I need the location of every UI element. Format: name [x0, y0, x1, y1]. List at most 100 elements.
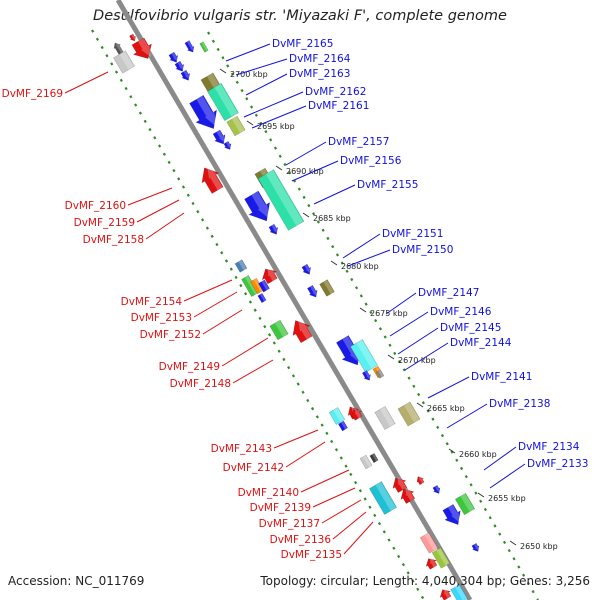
scale-tick	[330, 260, 338, 266]
forward-gene-label[interactable]: DvMF_2146	[430, 306, 492, 318]
gene-feature	[400, 487, 416, 504]
reverse-gene-label[interactable]: DvMF_2149	[159, 361, 220, 373]
forward-gene-label[interactable]: DvMF_2144	[450, 337, 512, 349]
reverse-gene-label[interactable]: DvMF_2169	[2, 88, 63, 100]
scale-label: 2685 kbp	[313, 214, 351, 223]
gene-feature	[131, 37, 152, 59]
scale-tick	[509, 540, 517, 546]
genome-summary-text: Topology: circular; Length: 4,040,304 bp…	[260, 574, 590, 588]
gene-feature	[375, 369, 385, 379]
scale-tick	[477, 492, 485, 498]
gene-feature	[432, 484, 441, 494]
reverse-gene-leader	[136, 199, 180, 223]
reverse-gene-leader	[193, 291, 238, 318]
forward-gene-leader	[483, 446, 517, 471]
reverse-gene-label[interactable]: DvMF_2152	[140, 329, 201, 341]
gene-feature	[184, 40, 195, 53]
scale-tick	[302, 212, 310, 218]
reverse-gene-label[interactable]: DvMF_2135	[281, 549, 342, 561]
gene-feature	[257, 169, 305, 231]
forward-gene-label[interactable]: DvMF_2155	[357, 179, 418, 191]
forward-gene-label[interactable]: DvMF_2145	[440, 322, 501, 334]
reverse-gene-label[interactable]: DvMF_2153	[131, 312, 192, 324]
label-leaders	[64, 43, 526, 555]
forward-gene-leader	[285, 141, 327, 166]
forward-gene-label[interactable]: DvMF_2163	[289, 68, 350, 80]
forward-gene-label[interactable]: DvMF_2165	[272, 38, 333, 50]
gene-feature	[174, 60, 185, 72]
gene-feature	[425, 557, 438, 570]
gene-feature	[168, 51, 179, 63]
gene-feature	[369, 481, 397, 515]
gene-feature	[416, 475, 425, 486]
forward-gene-label[interactable]: DvMF_2134	[518, 441, 580, 453]
reverse-gene-label[interactable]: DvMF_2140	[238, 487, 299, 499]
forward-gene-label[interactable]: DvMF_2150	[392, 244, 453, 256]
forward-gene-leader	[235, 58, 288, 76]
scale-tick	[246, 120, 254, 126]
accession-text: Accession: NC_011769	[8, 574, 145, 588]
reverse-gene-label[interactable]: DvMF_2148	[170, 378, 231, 390]
reverse-gene-label[interactable]: DvMF_2159	[74, 217, 135, 229]
reverse-gene-label[interactable]: DvMF_2160	[65, 200, 126, 212]
reverse-gene-leader	[64, 71, 109, 94]
forward-gene-label[interactable]: DvMF_2161	[308, 100, 369, 112]
reverse-gene-label[interactable]: DvMF_2139	[250, 502, 311, 514]
reverse-gene-leader	[332, 511, 367, 540]
reverse-gene-label[interactable]: DvMF_2137	[259, 518, 320, 530]
reverse-gene-leader	[145, 212, 185, 240]
gene-labels: DvMF_2165DvMF_2164DvMF_2163DvMF_2162DvMF…	[2, 38, 589, 561]
reverse-gene-label[interactable]: DvMF_2142	[223, 462, 284, 474]
gene-feature	[439, 588, 452, 600]
scale-label: 2665 kbp	[427, 404, 465, 413]
reverse-gene-label[interactable]: DvMF_2136	[270, 534, 332, 546]
forward-gene-label[interactable]: DvMF_2162	[305, 86, 366, 98]
gene-feature	[471, 542, 480, 552]
reverse-gene-leader	[321, 499, 362, 524]
scale-tick	[416, 402, 424, 408]
gene-feature	[338, 420, 348, 432]
scale-tick	[448, 448, 456, 454]
scale-label: 2650 kbp	[520, 542, 558, 551]
forward-gene-label[interactable]: DvMF_2138	[489, 398, 550, 410]
gene-feature	[207, 82, 239, 122]
forward-gene-leader	[427, 376, 470, 399]
reverse-gene-label[interactable]: DvMF_2154	[121, 296, 183, 308]
reverse-gene-leader	[202, 309, 243, 335]
forward-gene-label[interactable]: DvMF_2156	[340, 155, 402, 167]
forward-gene-label[interactable]: DvMF_2164	[289, 53, 351, 65]
scale-tick	[219, 68, 227, 74]
forward-gene-leader	[313, 184, 356, 205]
reverse-gene-label[interactable]: DvMF_2143	[211, 443, 272, 455]
gene-feature	[269, 319, 289, 341]
scale-label: 2680 kbp	[341, 262, 379, 271]
forward-gene-leader	[243, 91, 304, 118]
gene-feature	[328, 407, 346, 425]
gene-feature	[442, 503, 461, 525]
forward-gene-label[interactable]: DvMF_2157	[328, 136, 389, 148]
forward-gene-leader	[347, 249, 391, 267]
forward-gene-leader	[404, 342, 449, 371]
gene-feature	[258, 279, 270, 293]
gene-feature	[361, 370, 371, 381]
gene-feature	[268, 223, 279, 235]
scale-tick	[275, 165, 283, 171]
reverse-gene-label[interactable]: DvMF_2158	[83, 234, 144, 246]
forward-gene-label[interactable]: DvMF_2141	[471, 371, 532, 383]
scale-label: 2690 kbp	[286, 167, 324, 176]
reverse-gene-leader	[285, 441, 326, 468]
forward-gene-label[interactable]: DvMF_2133	[527, 458, 588, 470]
scale-tick	[387, 354, 395, 360]
forward-gene-label[interactable]: DvMF_2151	[382, 228, 443, 240]
forward-gene-leader	[446, 403, 488, 429]
forward-gene-leader	[489, 463, 526, 489]
gene-feature	[129, 33, 136, 42]
gene-feature	[226, 115, 246, 137]
forward-gene-label[interactable]: DvMF_2147	[418, 287, 479, 299]
forward-gene-leader	[251, 105, 307, 129]
reverse-gene-leader	[343, 521, 374, 555]
reverse-gene-leader	[221, 337, 269, 367]
gene-feature	[201, 166, 224, 194]
gene-feature	[113, 50, 135, 74]
